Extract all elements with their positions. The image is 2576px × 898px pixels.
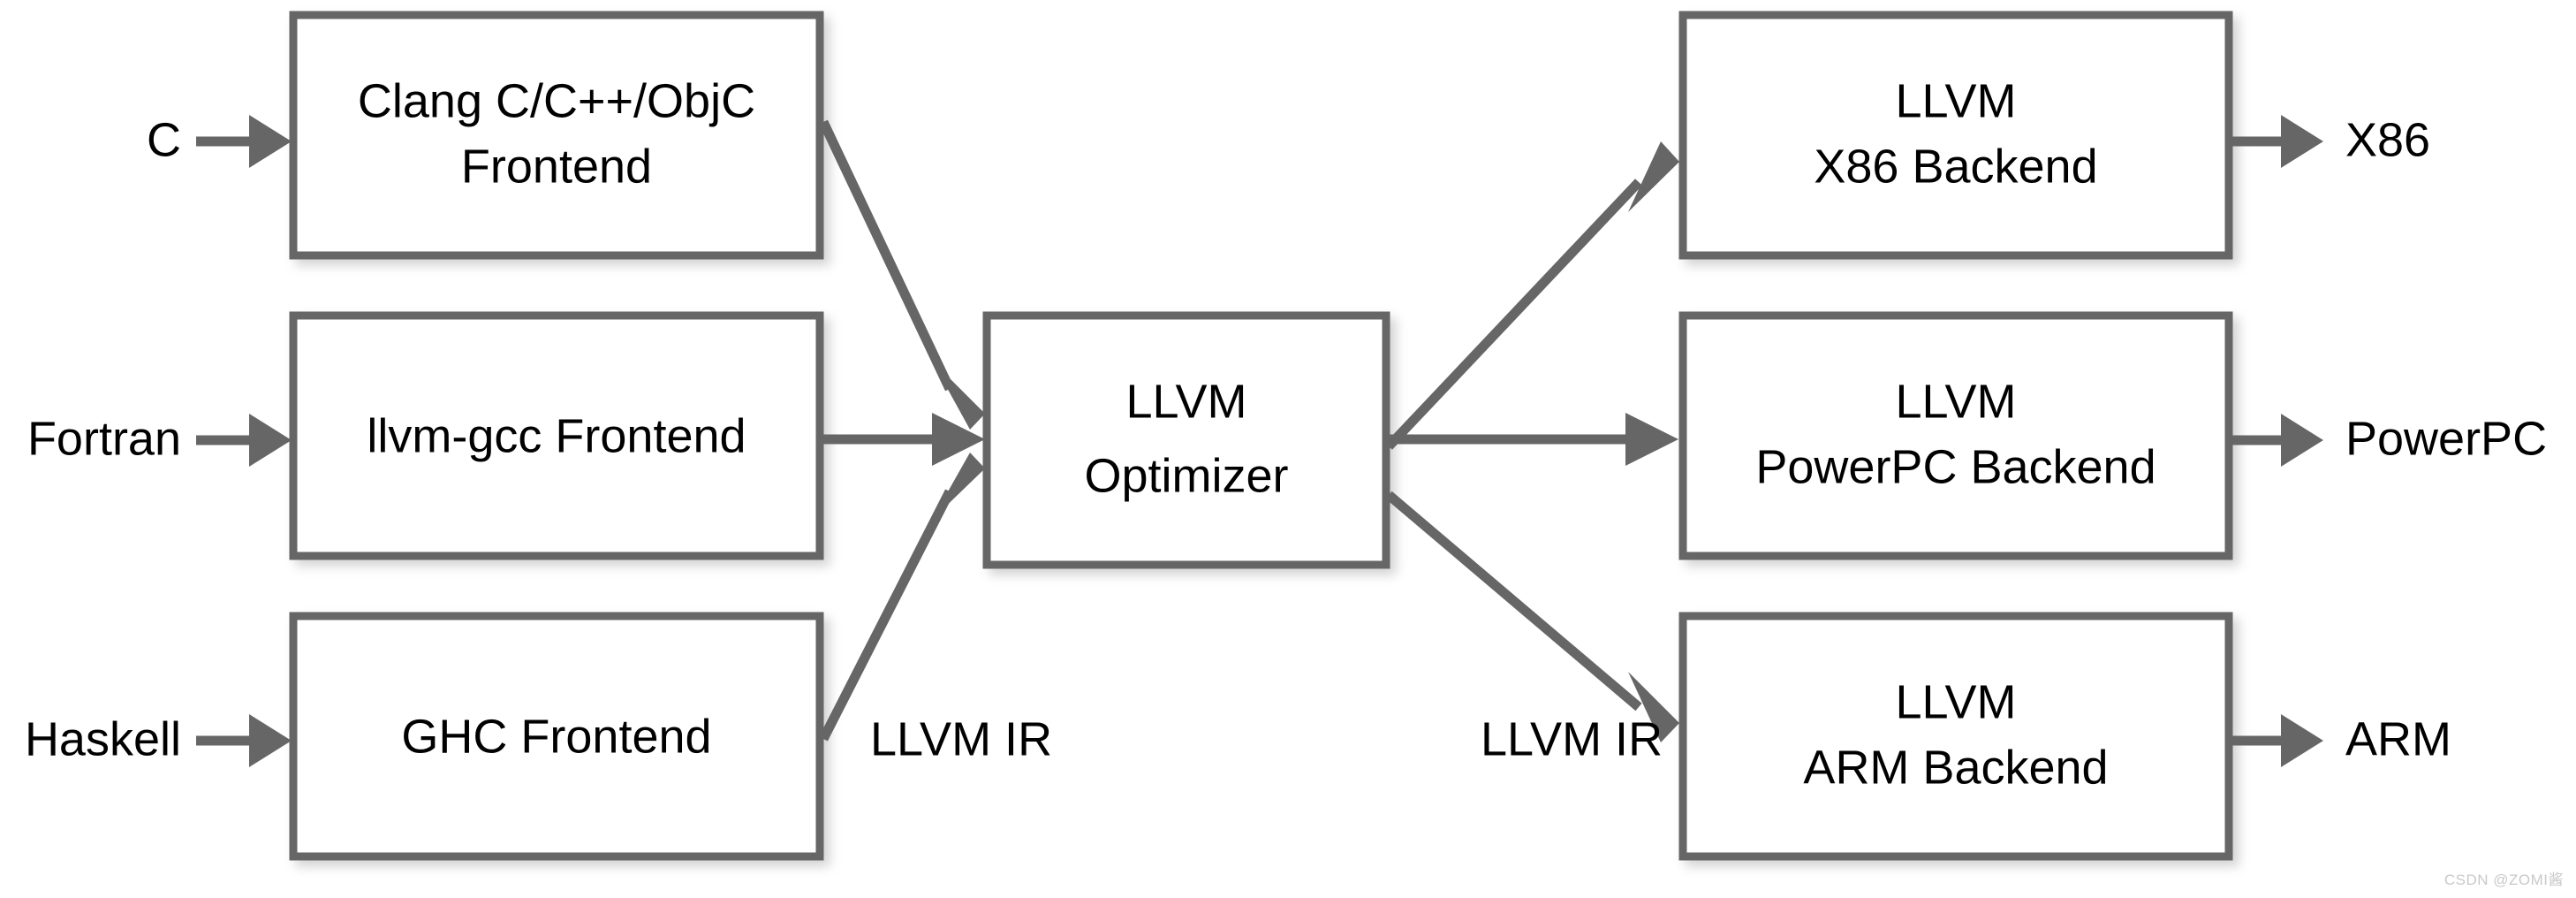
backend-arm-line1: LLVM [1895, 675, 2016, 728]
edge-llvm-gcc-to-optimizer [823, 413, 985, 466]
input-label-fortran: Fortran [27, 412, 181, 465]
edge-label-llvm-ir-output: LLVM IR [1481, 712, 1663, 765]
backend-powerpc-line1: LLVM [1895, 375, 2016, 428]
backend-box-powerpc[interactable]: LLVM PowerPC Backend [1678, 311, 2233, 560]
backend-box-x86[interactable]: LLVM X86 Backend [1678, 11, 2233, 260]
optimizer-box[interactable]: LLVM Optimizer [982, 311, 1390, 569]
optimizer-line1: LLVM [1125, 375, 1246, 428]
frontend-clang-line1: Clang C/C++/ObjC [358, 74, 755, 127]
output-arrow-x86 [2229, 115, 2323, 168]
output-label-x86: X86 [2345, 113, 2430, 166]
output-arrow-arm [2229, 714, 2323, 767]
backend-powerpc-line2: PowerPC Backend [1755, 440, 2156, 493]
input-label-c: C [147, 113, 181, 166]
frontend-ghc-line1: GHC Frontend [401, 710, 711, 763]
edge-clang-to-optimizer [819, 119, 985, 430]
backend-x86-line1: LLVM [1895, 74, 2016, 127]
edge-optimizer-to-powerpc [1389, 413, 1678, 466]
input-arrow-fortran [196, 414, 292, 467]
edge-label-llvm-ir-input: LLVM IR [870, 712, 1052, 765]
edge-optimizer-to-arm [1385, 491, 1679, 742]
backend-x86-line2: X86 Backend [1814, 140, 2097, 193]
watermark-label: CSDN @ZOMI酱 [2443, 871, 2564, 888]
frontend-box-llvm-gcc[interactable]: llvm-gcc Frontend [289, 311, 824, 560]
output-label-powerpc: PowerPC [2345, 412, 2547, 465]
output-arrow-powerpc [2229, 414, 2323, 467]
edge-ghc-to-optimizer [819, 453, 985, 742]
output-label-arm: ARM [2345, 712, 2451, 765]
optimizer-line2: Optimizer [1084, 449, 1288, 502]
backend-arm-line2: ARM Backend [1803, 741, 2108, 794]
frontend-box-ghc[interactable]: GHC Frontend [289, 612, 824, 861]
frontend-clang-line2: Frontend [461, 140, 652, 193]
edge-optimizer-to-x86 [1385, 141, 1679, 450]
input-label-haskell: Haskell [25, 712, 181, 765]
input-arrow-haskell [196, 714, 292, 767]
backend-box-arm[interactable]: LLVM ARM Backend [1678, 612, 2233, 861]
input-arrow-c [196, 115, 292, 168]
frontend-box-clang[interactable]: Clang C/C++/ObjC Frontend [289, 11, 824, 260]
frontend-llvm-gcc-line1: llvm-gcc Frontend [367, 409, 746, 462]
